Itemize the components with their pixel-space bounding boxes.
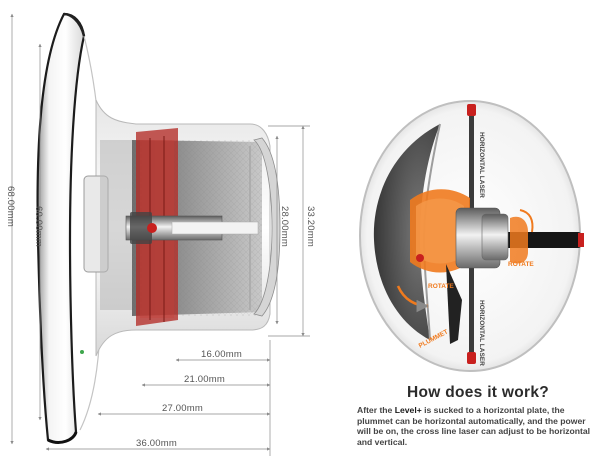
dim-label-27mm: 27.00mm xyxy=(162,403,203,414)
callout-rotate-left: ROTATE xyxy=(428,283,454,290)
dim-label-16mm: 16.00mm xyxy=(201,349,242,360)
dim-label-68mm: 68.00mm xyxy=(5,186,16,227)
vertical-dimensions xyxy=(10,13,310,445)
plummet-arm xyxy=(446,264,462,344)
description-intro: After the xyxy=(357,405,395,415)
rotation-ring-right xyxy=(510,216,528,264)
detail-suction-cup xyxy=(373,124,440,340)
callout-horizontal-laser-top: HORIZONTAL LASER xyxy=(478,132,485,198)
detail-circle xyxy=(359,100,584,372)
dim-label-36mm: 36.00mm xyxy=(136,438,177,449)
dim-label-21mm: 21.00mm xyxy=(184,374,225,385)
info-heading: How does it work? xyxy=(406,384,550,401)
horizontal-dimensions xyxy=(45,340,271,456)
dim-label-60mm: 60.00mm xyxy=(33,206,44,247)
info-description: After the Level+ is sucked to a horizont… xyxy=(357,405,598,447)
callout-rotate-right: ROTATE xyxy=(508,261,534,268)
dim-label-28mm: 28.00mm xyxy=(279,206,290,247)
description-body: is sucked to a horizontal plate, the plu… xyxy=(357,405,591,447)
product-name: Level+ xyxy=(394,405,422,415)
cross-section-drawing xyxy=(36,12,281,444)
callout-horizontal-laser-bottom: HORIZONTAL LASER xyxy=(478,300,485,366)
dim-label-33mm: 33.20mm xyxy=(305,206,316,247)
